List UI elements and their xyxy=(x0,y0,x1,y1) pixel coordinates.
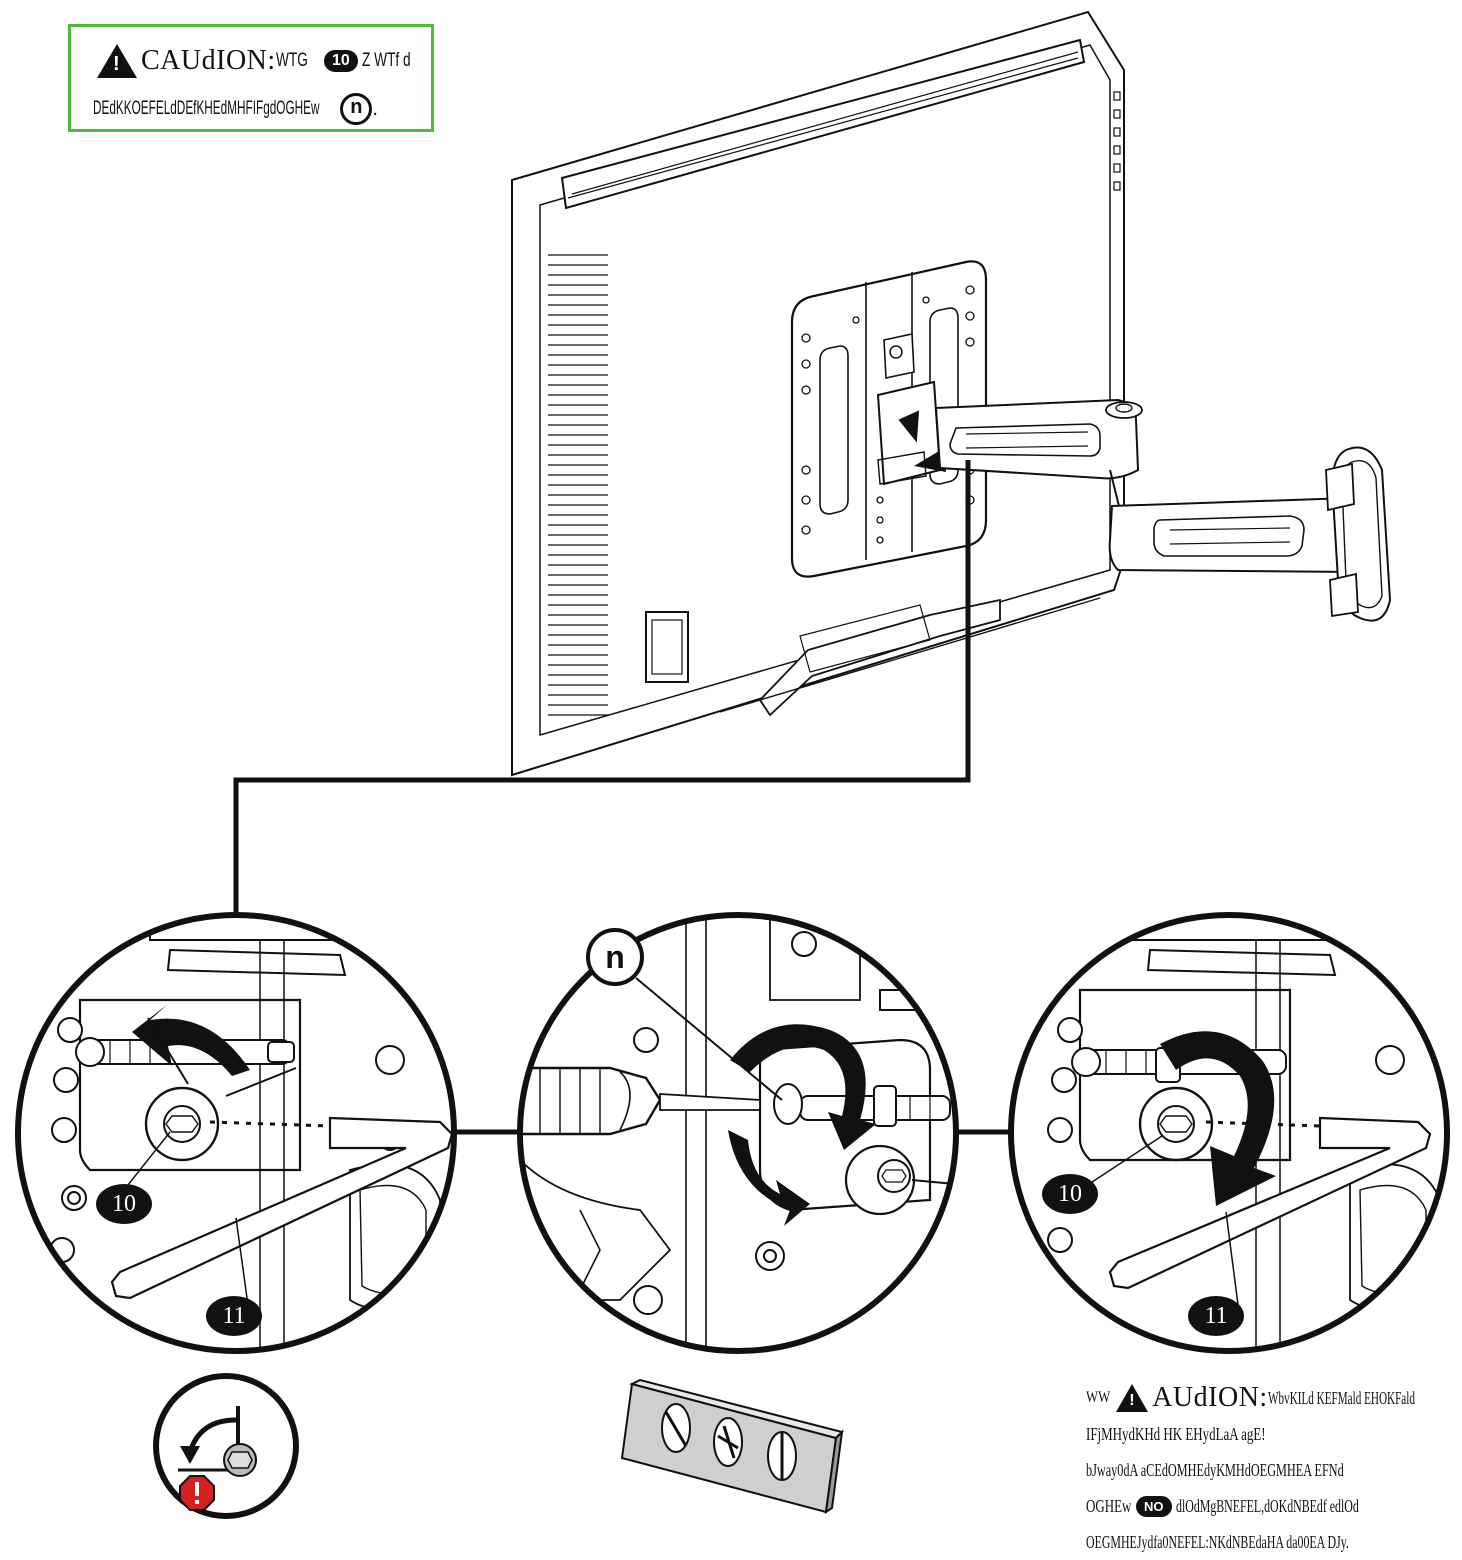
caution-bottom-prefix: WW xyxy=(1086,1389,1111,1406)
caution-bottom-text-4a: OGHEw xyxy=(1086,1495,1132,1516)
caution-bottom-text-5: OEGMHEJydfa0NEFEL:NKdNBEdaHA da00EA DJy. xyxy=(1086,1531,1349,1552)
callout-right-key: 11 xyxy=(1188,1296,1244,1336)
caution-bottom-text-3: bJway0dA aCEdOMHEdyKMHdOEGMHEA EFNd xyxy=(1086,1459,1344,1480)
warning-triangle-icon xyxy=(97,44,137,78)
counterclockwise-arrow-icon xyxy=(132,1004,250,1076)
detail-circle-tighten-screw xyxy=(517,912,959,1354)
caution-bottom-line1: WW AUdION: WbvKILd KEFMald EHOKFald xyxy=(1086,1380,1458,1416)
detail-circle-loosen xyxy=(15,912,457,1354)
warning-triangle-icon xyxy=(1116,1384,1149,1412)
caution-bottom-text-1: WbvKILd KEFMald EHOKFald xyxy=(1267,1387,1415,1408)
caution-bottom-line5: OEGMHEJydfa0NEFEL:NKdNBEdaHA da00EA DJy. xyxy=(1086,1524,1458,1560)
connector-lines xyxy=(233,460,1012,1135)
callout-left-bolt: 10 xyxy=(96,1184,152,1224)
caution-bottom-line2: IFjMHydKHd HK EHydLaA agE! xyxy=(1086,1416,1458,1452)
detail-circle-tighten xyxy=(1008,912,1450,1354)
caution-top-text-c: DEdKKOEFELdDEfKHEdMHFIFgdOGHEw xyxy=(93,98,320,119)
caution-bottom-word: AUdION: xyxy=(1152,1382,1268,1413)
callout-center-screw: n xyxy=(586,928,644,986)
callout-right-bolt: 10 xyxy=(1042,1174,1098,1214)
monitor-rear xyxy=(511,10,1125,777)
articulating-arm xyxy=(934,398,1392,622)
hex-bolt-icon xyxy=(223,1443,257,1477)
caution-bottom-text-4b: dlOdMgBNEFEL,dOKdNBEdf edlOd xyxy=(1175,1495,1359,1516)
caution-top-text-a: WTG xyxy=(275,50,308,71)
loosen-warning-icon xyxy=(153,1373,299,1519)
callout-left-key: 11 xyxy=(206,1296,262,1336)
caution-word: CAUdION: xyxy=(141,45,276,76)
caution-top-ring-badge: n xyxy=(340,93,373,125)
stop-badge-icon xyxy=(179,1475,215,1511)
clockwise-arrow-icon xyxy=(730,1024,876,1150)
caution-bottom-text-2: IFjMHydKHd HK EHydLaA agE! xyxy=(1086,1423,1266,1444)
caution-box-bottom: WW AUdION: WbvKILd KEFMald EHOKFald IFjM… xyxy=(1086,1380,1458,1560)
caution-bottom-line3: bJway0dA aCEdOMHEdyKMHdOEGMHEA EFNd xyxy=(1086,1452,1458,1488)
caution-top-text-b: Z WTf d xyxy=(361,50,411,71)
caution-box-top: CAUdION: WTG 10 Z WTf d DEdKKOEFELdDEfKH… xyxy=(68,24,434,132)
caution-bottom-line4: OGHEw NO dlOdMgBNEFEL,dOKdNBEdf edlOd xyxy=(1086,1488,1458,1524)
caution-top-line2: DEdKKOEFELdDEfKHEdMHFIFgdOGHEw n . xyxy=(93,91,378,127)
caution-bottom-badge: NO xyxy=(1136,1495,1172,1517)
screw-strip-icon xyxy=(620,1378,844,1515)
caution-top-badge: 10 xyxy=(324,50,358,72)
caution-top-line1: CAUdION: WTG 10 Z WTf d xyxy=(97,43,429,79)
caution-top-period: . xyxy=(372,97,378,120)
